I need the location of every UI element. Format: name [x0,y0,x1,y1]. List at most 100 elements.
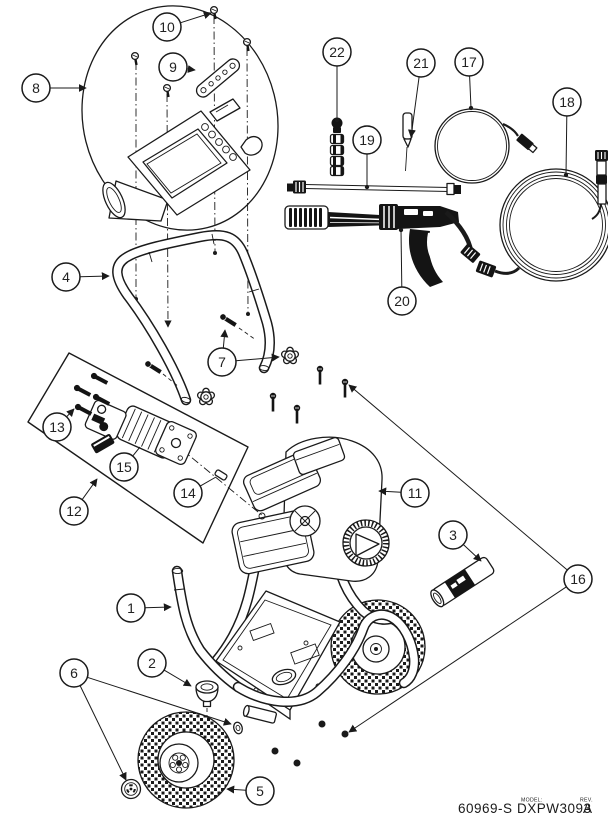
callout-1: 1 [116,593,172,623]
callout-14: 14 [173,476,217,508]
nozzle-cleaning-tool [402,112,413,172]
callout-6-balloon [59,658,89,688]
hose-bottom-fitting [475,260,521,278]
callout-2-balloon [137,648,167,678]
footer-text: 60969-S MODEL: DXPW3093 REV. A [458,798,593,817]
callout-16-number: 16 [570,571,586,587]
callout-2-leader [163,669,192,687]
callout-13-balloon [42,412,72,442]
callout-7: 7 [207,329,280,377]
callout-14-number: 14 [180,485,196,501]
callout-10-number: 10 [159,19,175,35]
callout-22-number: 22 [329,44,345,60]
callout-15: 15 [109,446,141,482]
callout-3-number: 3 [449,527,457,543]
nozzle-set [329,117,345,177]
callout-3: 3 [438,520,482,562]
callout-9: 9 [158,52,196,82]
nozzle-holder-tube [430,556,495,608]
mounting-plate-drawing [195,58,241,98]
callout-17-number: 17 [461,54,477,70]
callout-14-balloon [173,478,203,508]
callout-19: 19 [352,125,382,190]
callout-8-number: 8 [32,80,40,96]
callout-19-number: 19 [359,132,375,148]
callout-12-number: 12 [66,503,82,519]
callout-11-leader [378,487,402,496]
callout-14-leader [199,476,217,487]
callout-7-balloon [207,347,237,377]
callout-10-leader [180,11,212,24]
callout-8-balloon [21,73,51,103]
callout-15-balloon [109,452,139,482]
callout-20-balloon [387,286,417,316]
callout-1-leader [144,603,172,612]
callout-3-balloon [438,520,468,550]
rubber-foot [195,680,219,716]
knob-right [280,346,300,365]
engine-drawing [231,365,390,582]
callout-12-balloon [59,496,89,526]
callout-17: 17 [454,47,484,111]
engine-bolts [269,365,349,424]
callout-22: 22 [322,37,352,123]
callout-13-number: 13 [49,419,65,435]
callout-9-number: 9 [169,59,177,75]
callout-7-number: 7 [218,354,226,370]
callout-5: 5 [226,776,275,806]
callout-11-number: 11 [408,485,423,501]
callout-12-leader [81,478,98,500]
callout-6-leader [87,676,232,726]
handle-drawing [112,229,276,406]
frame-drawing [171,540,420,767]
panel-screws-drawing [130,5,252,98]
callout-18-number: 18 [559,94,575,110]
model-number: DXPW3093 [517,801,592,816]
callout-4-number: 4 [62,269,70,285]
callout-21-number: 21 [413,55,429,71]
callout-15-number: 15 [116,459,132,475]
callout-21-leader [407,76,420,138]
drawing-number: 60969-S [458,801,513,816]
callout-7-leader [220,329,229,349]
callout-5-leader [226,785,247,794]
rev-label: REV. [580,798,593,804]
callout-20: 20 [387,227,417,316]
callout-21: 21 [406,48,436,138]
callout-12: 12 [59,478,98,526]
callout-3-leader [462,544,482,562]
callout-10: 10 [152,11,212,42]
callout-22-balloon [322,37,352,67]
lance [287,180,461,196]
callout-1-number: 1 [127,600,135,616]
callout-16-balloon [563,564,593,594]
callout-4-leader [79,272,110,281]
callout-6-number: 6 [70,665,78,681]
spray-gun [284,204,481,287]
handle-fasteners-drawing [144,313,300,406]
callout-7-leader [235,353,280,362]
detail-balloon-outline [81,5,279,231]
callout-4-balloon [51,262,81,292]
left-wheel-drawing [120,711,235,809]
callout-1-balloon [116,593,146,623]
callout-21-balloon [406,48,436,78]
callout-6-leader [79,685,127,781]
pump-drawing [73,372,264,517]
callout-4: 4 [51,262,110,292]
callout-15-leader [132,446,141,457]
callout-20-leader [398,227,404,288]
callout-18-leader [563,115,569,178]
callout-5-number: 5 [256,783,264,799]
model-label: MODEL: [521,798,543,804]
callout-2-number: 2 [148,655,156,671]
callout-17-leader [468,75,474,111]
callout-16-leader [348,384,568,571]
pump-bolts [73,372,111,416]
pressure-hose-coil [475,150,608,282]
callout-9-balloon [158,52,188,82]
hose-top-fitting [591,150,608,220]
callout-6: 6 [59,658,232,781]
